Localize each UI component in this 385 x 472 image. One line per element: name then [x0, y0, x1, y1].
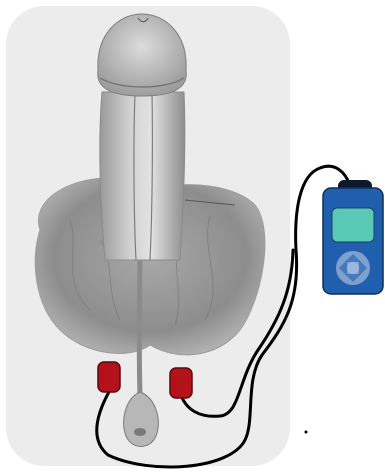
stray-dot — [305, 431, 308, 434]
device-screen — [332, 208, 374, 242]
device-dpad — [336, 251, 370, 285]
electrode-right — [170, 368, 192, 398]
shaft — [100, 92, 185, 260]
electrode-left — [98, 362, 120, 392]
stimulator-device — [323, 180, 383, 294]
